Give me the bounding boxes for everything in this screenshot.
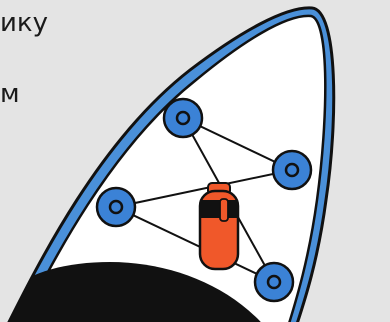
- d-ring-left: [97, 188, 135, 226]
- d-ring-right: [273, 151, 311, 189]
- d-ring-top: [164, 99, 202, 137]
- d-ring-bottom: [255, 263, 293, 301]
- orange-dry-bag: [200, 183, 238, 269]
